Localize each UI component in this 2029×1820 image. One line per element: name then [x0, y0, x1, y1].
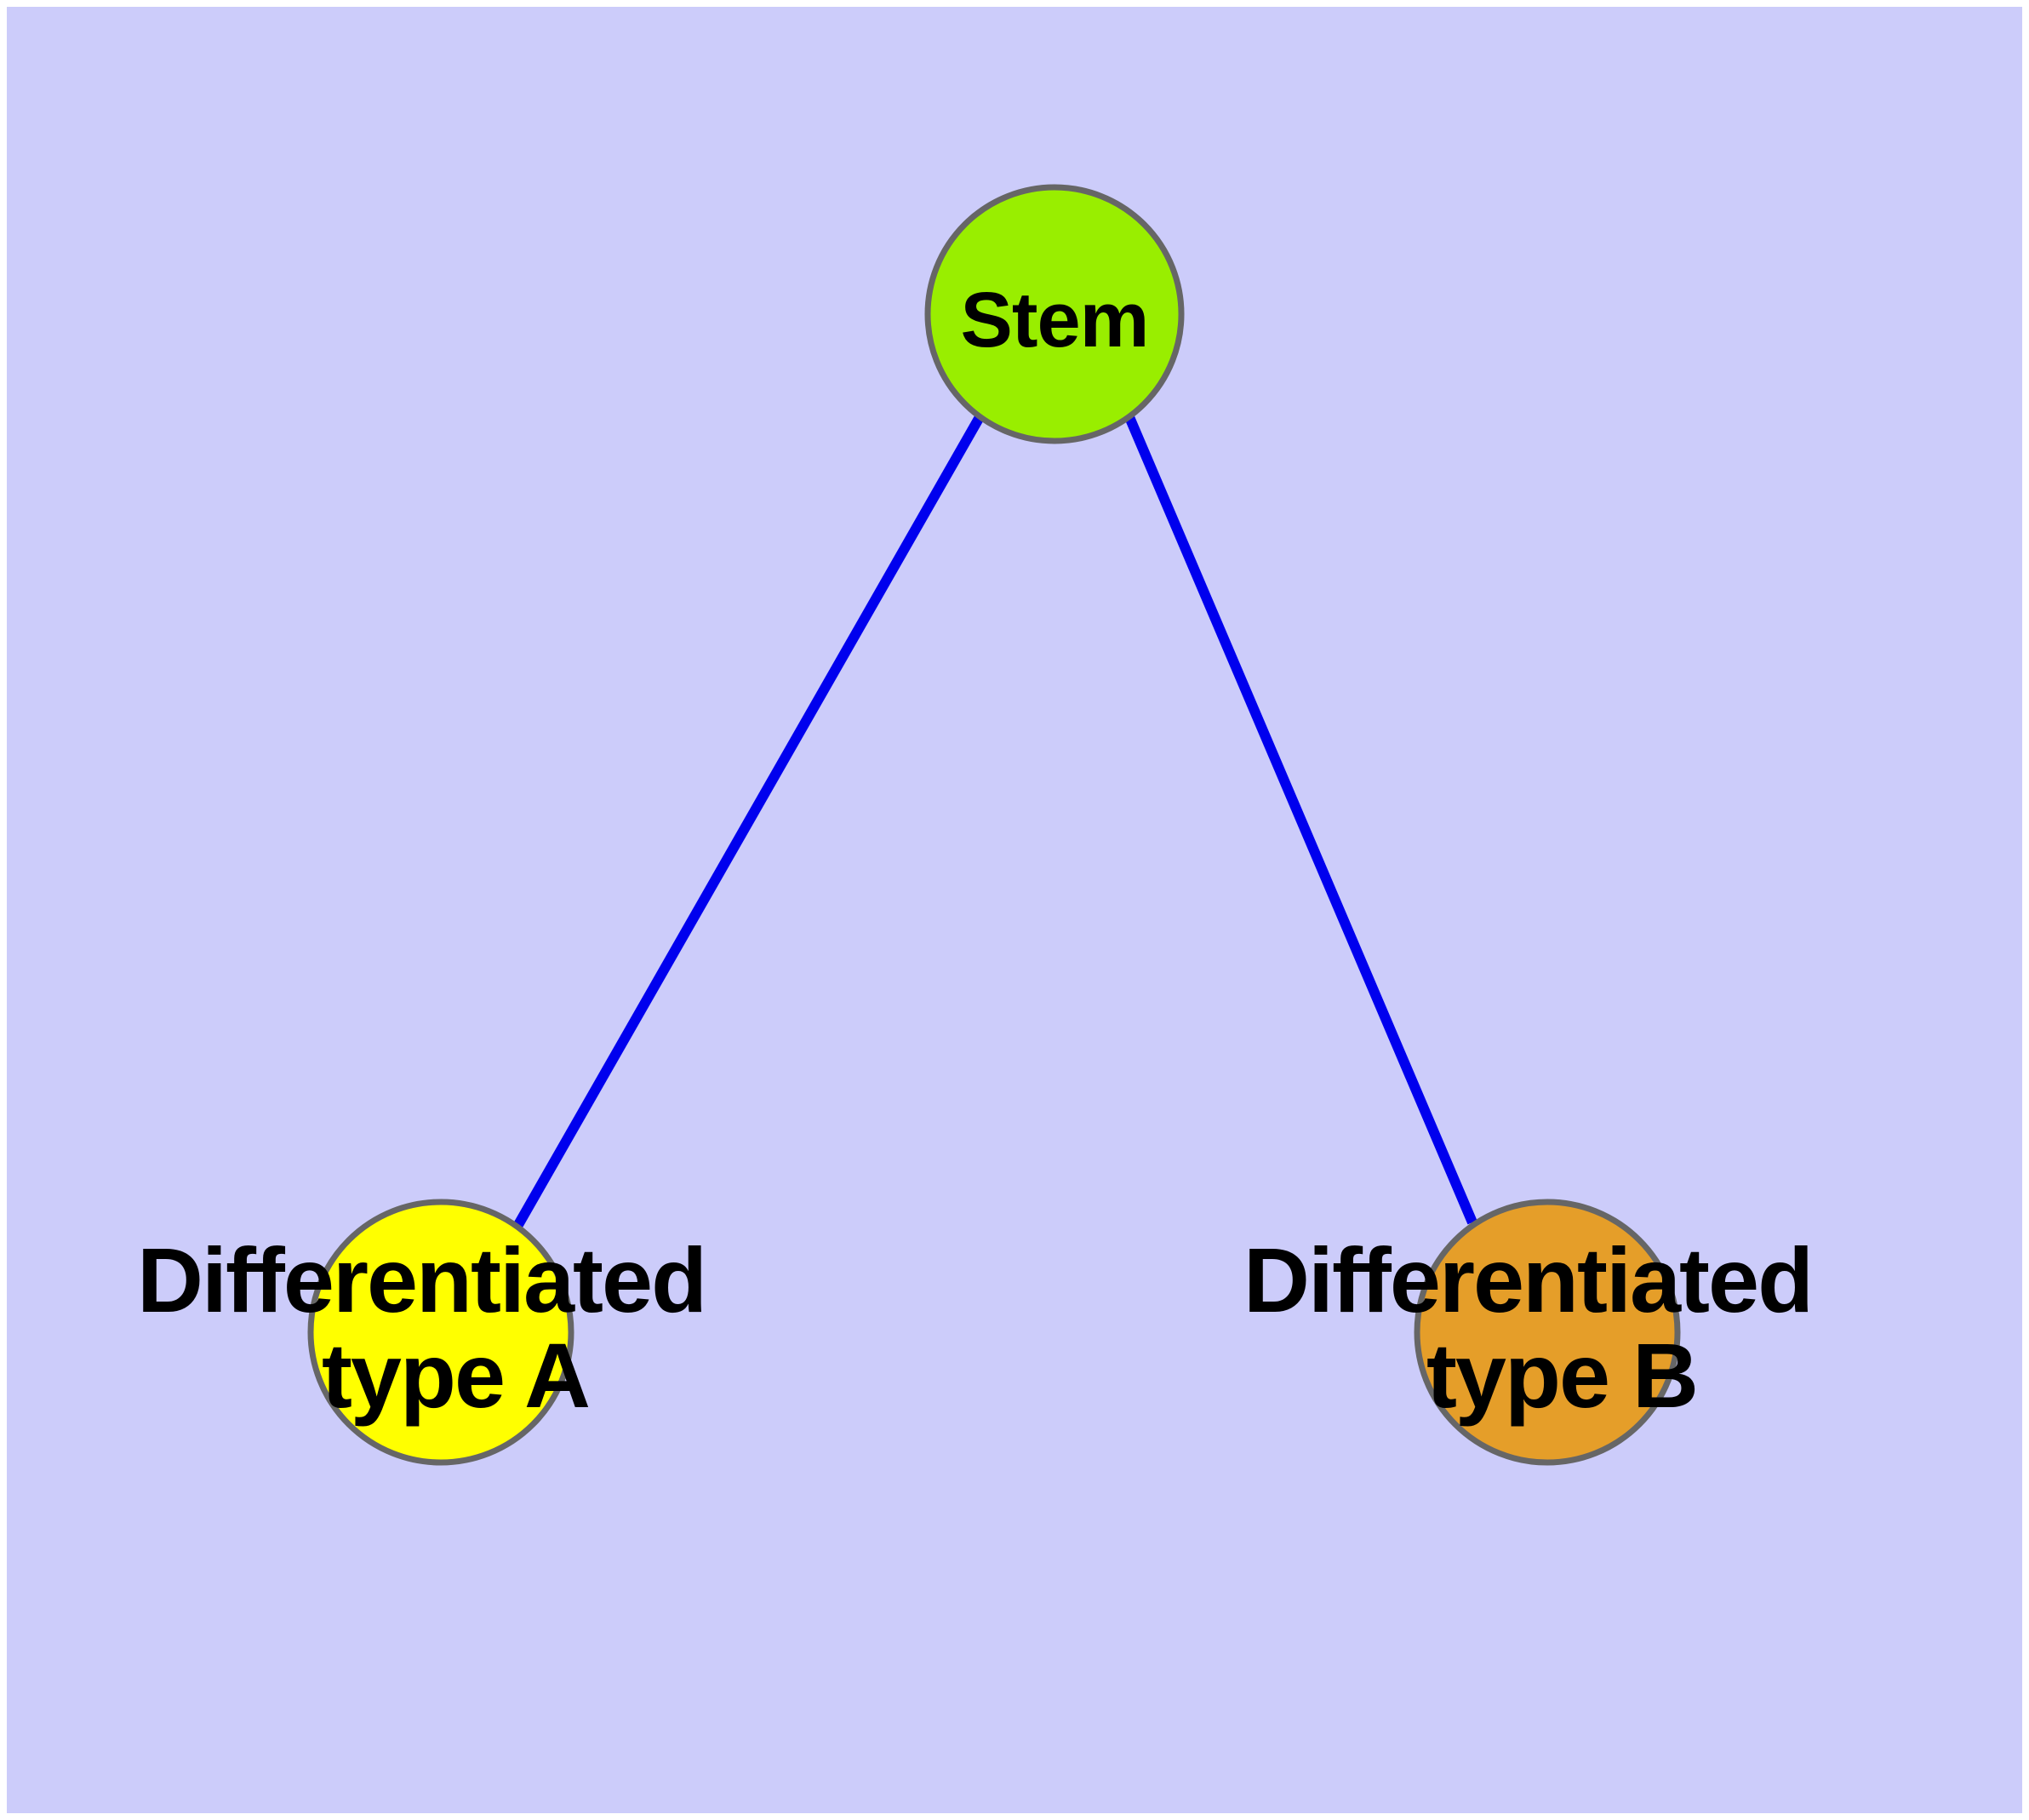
diagram-plot-area: Stem Differentiated type A Differentiate…	[7, 7, 2022, 1813]
edge-stem-to-differentiated-type-b	[1124, 415, 1477, 1225]
edge-stem-to-differentiated-type-a	[511, 415, 985, 1232]
node-differentiated-type-a[interactable]	[307, 1199, 574, 1466]
node-differentiated-type-b[interactable]	[1414, 1199, 1681, 1466]
node-layer	[307, 184, 1681, 1466]
edge-layer	[511, 415, 1477, 1232]
graph-svg	[307, 184, 1681, 1466]
node-stem[interactable]	[924, 184, 1185, 444]
